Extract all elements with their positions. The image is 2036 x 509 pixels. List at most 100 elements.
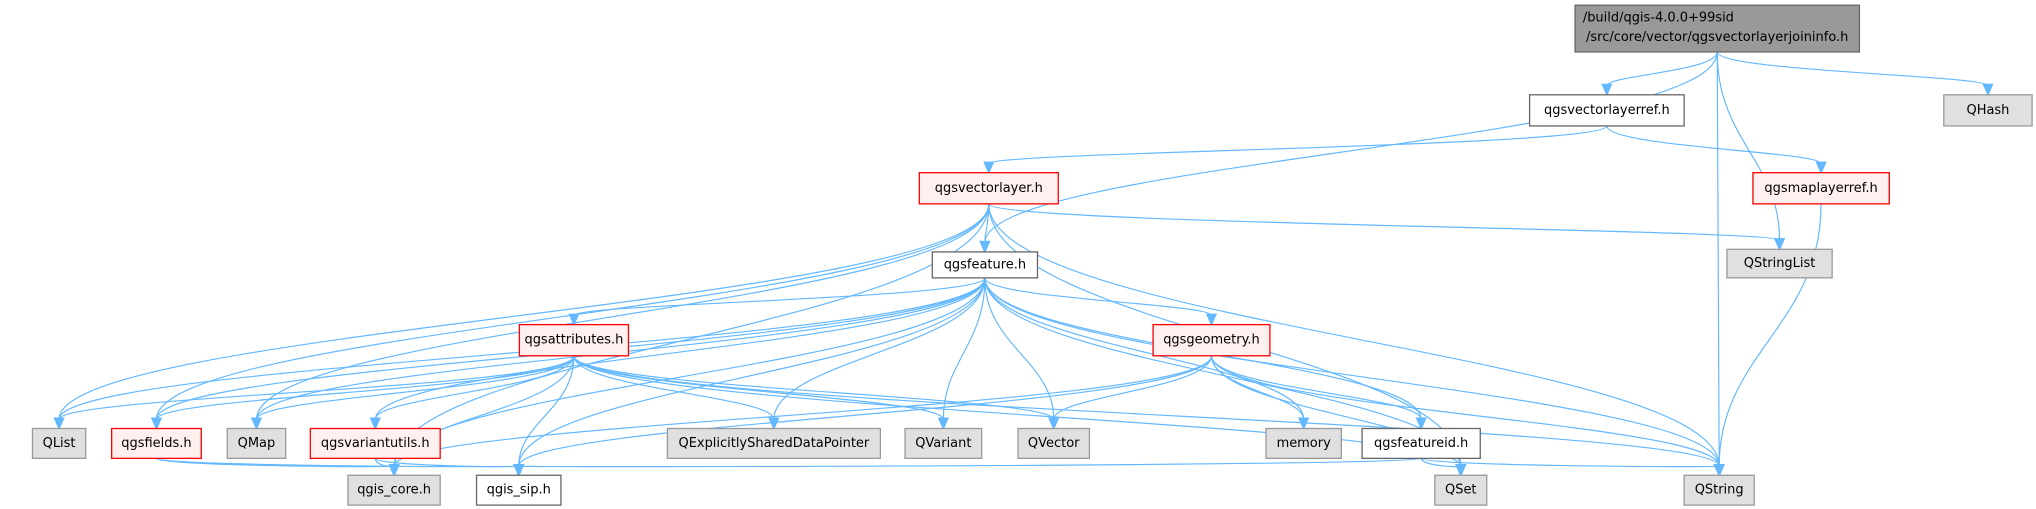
arrowhead-icon <box>1415 417 1427 431</box>
edge-qgsfeature-to-QString <box>984 277 1720 467</box>
edge-qgsattributes-to-QVariant <box>573 355 944 420</box>
node-qgsvectorlayer[interactable]: qgsvectorlayer.h <box>918 172 1059 205</box>
node-label: QVector <box>1028 436 1080 451</box>
edge-root-to-QString <box>1716 51 1720 467</box>
edge-qgsfeature-to-qgsgeometry <box>984 277 1213 317</box>
edge-qgsfeature-to-qgsattributes <box>573 277 986 317</box>
node-box <box>1943 94 2033 127</box>
edge-qgsattributes-to-QMap <box>255 355 575 420</box>
arrowhead-icon <box>1455 464 1467 477</box>
arrowhead-icon <box>1982 83 1994 97</box>
node-QHash[interactable]: QHash <box>1943 94 2033 127</box>
node-QVariant[interactable]: QVariant <box>904 427 983 460</box>
node-box <box>347 474 441 506</box>
node-qgis_core[interactable]: qgis_core.h <box>347 474 441 506</box>
node-box <box>1361 427 1481 460</box>
node-qgis_sip[interactable]: qgis_sip.h <box>475 474 562 506</box>
node-label: QMap <box>238 436 276 451</box>
arrowhead-icon <box>388 464 400 477</box>
edge-qgsfeature-to-memory <box>984 277 1305 420</box>
arrowhead-icon <box>1815 161 1827 175</box>
node-box <box>1017 427 1091 460</box>
node-label: qgsvectorlayerref.h <box>1544 103 1670 118</box>
node-box <box>226 427 287 460</box>
edge-qgsvectorlayer-to-QStringList <box>988 203 1781 241</box>
arrowhead-icon <box>369 417 381 431</box>
node-label: qgsfields.h <box>121 436 191 451</box>
node-QStringList[interactable]: QStringList <box>1726 248 1833 279</box>
node-label: qgsattributes.h <box>524 333 623 348</box>
node-label: qgsfeature.h <box>944 257 1026 272</box>
edge-qgsattributes-to-QString <box>573 355 1720 467</box>
node-label: QHash <box>1967 103 2010 118</box>
node-qgsfields[interactable]: qgsfields.h <box>111 427 202 460</box>
node-qgsvectorlayerref[interactable]: qgsvectorlayerref.h <box>1528 94 1685 127</box>
edge-qgsmaplayerref-to-QString <box>1718 203 1822 467</box>
edge-qgsgeometry-to-qgis_core <box>393 355 1213 467</box>
arrowhead-icon <box>1048 417 1060 431</box>
edge-qgsfeature-to-QExplicitlySharedDataPointer <box>773 277 986 420</box>
node-qgsfeature[interactable]: qgsfeature.h <box>931 251 1039 279</box>
node-box <box>931 251 1039 279</box>
node-box <box>518 323 630 357</box>
arrowhead-icon <box>250 417 262 431</box>
edge-qgsfields-to-qgis_sip <box>155 457 520 468</box>
node-qgsgeometry[interactable]: qgsgeometry.h <box>1152 323 1271 357</box>
edge-qgsvectorlayer-to-QString <box>988 203 1720 467</box>
node-QList[interactable]: QList <box>31 427 87 460</box>
arrowhead-icon <box>1298 417 1310 431</box>
edge-root-to-qgsfeature <box>984 51 1718 243</box>
node-QExplicitlySharedDataPointer[interactable]: QExplicitlySharedDataPointer <box>666 427 882 460</box>
node-box <box>475 474 562 506</box>
edge-qgsvectorlayer-to-QMap <box>255 203 990 420</box>
edge-qgsvectorlayerref-to-qgsmaplayerref <box>1606 125 1822 165</box>
node-label: qgis_sip.h <box>487 483 551 498</box>
edge-qgsvectorlayer-to-qgsfields <box>155 203 990 420</box>
edge-qgsfeature-to-QVariant <box>942 277 986 420</box>
node-label: QVariant <box>915 436 971 451</box>
node-QString[interactable]: QString <box>1683 474 1755 506</box>
node-box <box>31 427 87 460</box>
node-box <box>309 427 441 460</box>
node-root[interactable]: /build/qgis-4.0.0+99sid/src/core/vector/… <box>1574 4 1861 53</box>
edge-qgsfeatureid-to-qgis_sip <box>518 457 1422 468</box>
graph-nodes: /build/qgis-4.0.0+99sid/src/core/vector/… <box>31 4 2033 506</box>
edge-qgsfeature-to-QVector <box>984 277 1055 420</box>
edge-root-to-QStringList <box>1716 51 1781 241</box>
node-box <box>1528 94 1685 127</box>
node-qgsattributes[interactable]: qgsattributes.h <box>518 323 630 357</box>
node-QMap[interactable]: QMap <box>226 427 287 460</box>
arrowhead-icon <box>983 161 995 175</box>
node-box <box>1683 474 1755 506</box>
node-label: QStringList <box>1744 256 1816 271</box>
node-box <box>1726 248 1833 279</box>
node-box <box>1574 4 1861 53</box>
node-label: qgsfeatureid.h <box>1374 436 1468 451</box>
node-qgsmaplayerref[interactable]: qgsmaplayerref.h <box>1752 172 1890 205</box>
node-label: memory <box>1277 436 1332 451</box>
edge-qgsattributes-to-QExplicitlySharedDataPointer <box>573 355 775 420</box>
edge-qgsfeature-to-qgsvariantutils <box>374 277 986 420</box>
edge-qgsgeometry-to-qgis_sip <box>518 355 1213 467</box>
node-qgsvariantutils[interactable]: qgsvariantutils.h <box>309 427 441 460</box>
node-box <box>1152 323 1271 357</box>
edge-qgsgeometry-to-QString <box>1210 355 1720 467</box>
edge-qgsgeometry-to-memory <box>1210 355 1305 420</box>
node-box <box>1434 474 1488 506</box>
node-qgsfeatureid[interactable]: qgsfeatureid.h <box>1361 427 1481 460</box>
edge-qgsvectorlayer-to-qgis_core <box>393 203 990 467</box>
edge-qgsattributes-to-qgsfields <box>155 355 575 420</box>
node-QSet[interactable]: QSet <box>1434 474 1488 506</box>
edge-qgsfeatureid-to-QString <box>1420 457 1720 468</box>
node-box <box>1752 172 1890 205</box>
node-label: qgsvariantutils.h <box>321 436 430 451</box>
node-memory[interactable]: memory <box>1265 427 1342 460</box>
edge-qgsvectorlayerref-to-qgsvectorlayer <box>988 125 1608 165</box>
node-box <box>1265 427 1342 460</box>
arrowhead-icon <box>150 417 163 431</box>
node-label: qgsmaplayerref.h <box>1764 181 1877 196</box>
node-QVector[interactable]: QVector <box>1017 427 1091 460</box>
node-box <box>111 427 202 460</box>
arrowhead-icon <box>979 240 991 254</box>
